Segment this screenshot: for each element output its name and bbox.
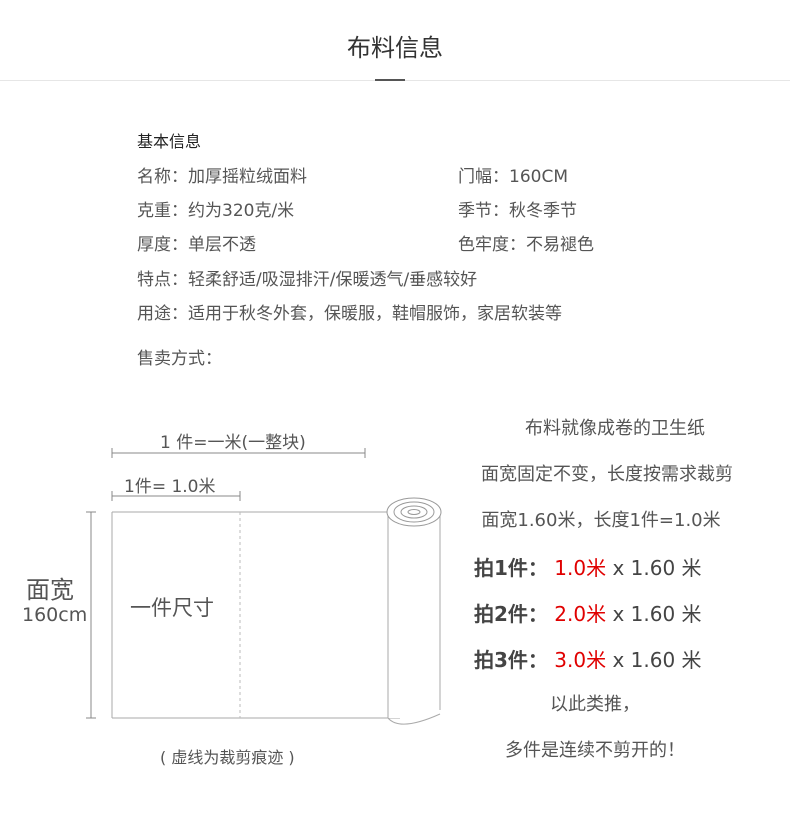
side-width-value: 160cm	[22, 604, 88, 626]
price-row-1: 拍1件： 1.0米 x 1.60 米	[474, 552, 702, 581]
page-title: 布料信息	[347, 34, 443, 62]
price-row-rest: x 1.60 米	[612, 556, 702, 580]
sale-method: 售卖方式：	[137, 349, 222, 369]
fabric-roll	[386, 497, 442, 725]
price-row-length: 2.0米	[554, 602, 607, 626]
info-line-3: 面宽1.60米，长度1件=1.0米	[481, 510, 721, 531]
price-row-rest: x 1.60 米	[612, 648, 702, 672]
fabric-sheet	[111, 511, 400, 719]
title-accent-bar	[375, 79, 405, 81]
price-row-rest: x 1.60 米	[612, 602, 702, 626]
price-row-length: 3.0米	[554, 648, 607, 672]
section-title: 基本信息	[137, 132, 202, 151]
fabric-name: 名称：加厚摇粒绒面料	[137, 167, 307, 187]
dashed-line-note: ( 虚线为裁剪痕迹 )	[160, 748, 295, 767]
price-row-3: 拍3件： 3.0米 x 1.60 米	[474, 644, 702, 673]
width-dimension-line	[86, 511, 96, 719]
fabric-thickness: 厚度：单层不透	[137, 235, 256, 255]
fabric-roll-diagram	[86, 448, 442, 725]
fabric-weight: 克重：约为320克/米	[137, 201, 295, 221]
fabric-features: 特点：轻柔舒适/吸湿排汗/保暖透气/垂感较好	[137, 270, 478, 290]
price-row-label: 拍3件：	[474, 648, 548, 672]
info-etc: 以此类推，	[550, 694, 640, 715]
fabric-season: 季节：秋冬季节	[458, 201, 577, 221]
fabric-width: 门幅：160CM	[458, 167, 568, 187]
info-line-1: 布料就像成卷的卫生纸	[525, 418, 705, 439]
fabric-usage: 用途：适用于秋冬外套，保暖服，鞋帽服饰，家居软装等	[137, 304, 562, 324]
fabric-fastness: 色牢度：不易褪色	[458, 235, 594, 255]
info-footer: 多件是连续不剪开的！	[505, 740, 685, 761]
piece-dimension-line	[111, 491, 241, 501]
top-dimension-label: 1 件=一米(一整块)	[160, 433, 306, 453]
top-dimension-line	[111, 448, 366, 458]
price-row-2: 拍2件： 2.0米 x 1.60 米	[474, 598, 702, 627]
info-line-2: 面宽固定不变，长度按需求裁剪	[481, 464, 733, 485]
price-row-length: 1.0米	[554, 556, 607, 580]
side-width-label: 面宽	[26, 576, 74, 604]
price-row-label: 拍1件：	[474, 556, 548, 580]
piece-dimension-label: 1件= 1.0米	[124, 477, 216, 497]
piece-size-label: 一件尺寸	[130, 596, 214, 620]
price-row-label: 拍2件：	[474, 602, 548, 626]
